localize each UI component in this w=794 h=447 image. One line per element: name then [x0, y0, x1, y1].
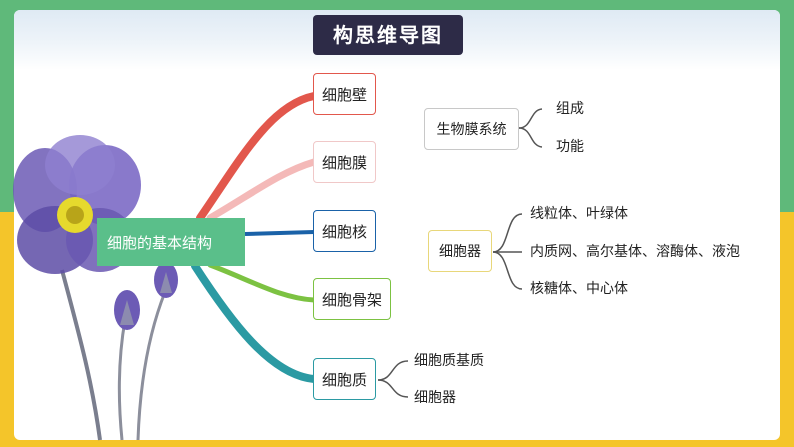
slide-title: 构思维导图 [313, 15, 463, 55]
branch-node-wall: 细胞壁 [313, 73, 376, 115]
root-node: 细胞的基本结构 [97, 218, 245, 266]
connector-wall [196, 92, 318, 222]
membrane-system-item: 功能 [556, 139, 584, 155]
cytoplasm-item: 细胞器 [414, 390, 456, 406]
connector-membrane [206, 158, 318, 222]
organelle-item: 线粒体、叶绿体 [530, 206, 628, 222]
cytoplasm-item: 细胞质基质 [414, 353, 484, 369]
flower-stem-bud2 [136, 291, 167, 441]
organelle-item: 内质网、高尔基体、溶酶体、液泡 [530, 244, 740, 260]
organelle-item: 核糖体、中心体 [530, 281, 628, 297]
connector-nucleus [244, 230, 315, 236]
branch-node-skeleton: 细胞骨架 [313, 278, 391, 320]
connector-skeleton [207, 262, 317, 303]
branch-node-nucleus: 细胞核 [313, 210, 376, 252]
branch-node-membrane: 细胞膜 [313, 141, 376, 183]
organelle-node: 细胞器 [428, 230, 492, 272]
membrane-system-node: 生物膜系统 [424, 108, 519, 150]
connector-cytoplasm [191, 262, 318, 383]
flower-stem-main [60, 269, 102, 441]
branch-node-cytoplasm: 细胞质 [313, 358, 376, 400]
flower-bud-icon [114, 262, 178, 330]
flower-stem-bud1 [117, 319, 127, 441]
membrane-system-item: 组成 [556, 101, 584, 117]
